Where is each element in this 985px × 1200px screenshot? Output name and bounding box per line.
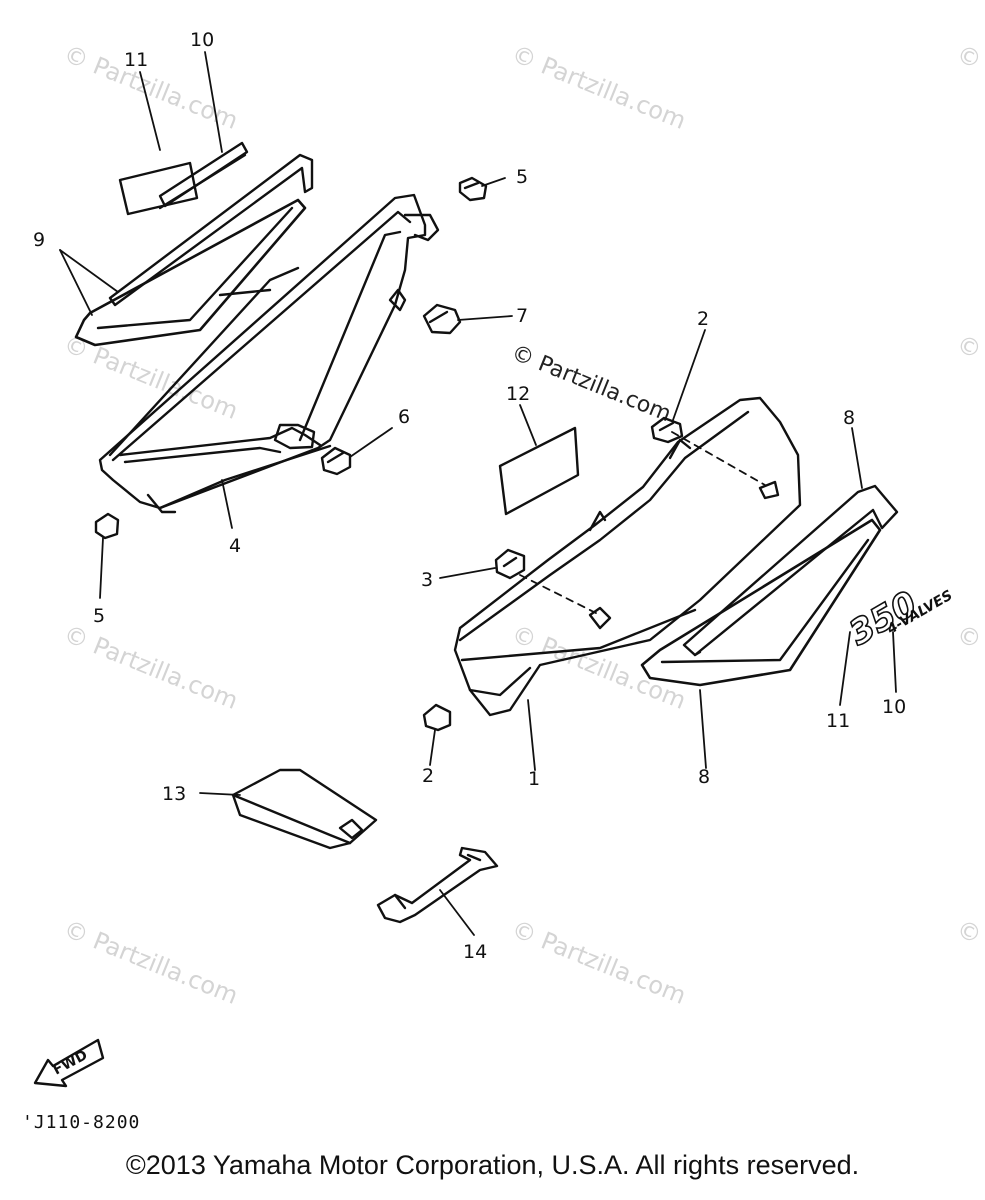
- grommet-5-top: [458, 176, 488, 202]
- grommet-5-bottom: [94, 512, 120, 540]
- callout-6: 6: [398, 406, 410, 428]
- fwd-label: FWD: [50, 1047, 90, 1078]
- stripe-9-left: [74, 153, 314, 347]
- guide-lines: [519, 431, 766, 616]
- callout-14: 14: [463, 941, 487, 963]
- watermark: © Partzilla.com: [508, 620, 690, 715]
- grommet-7: [422, 303, 462, 335]
- grommet-2-top: [650, 416, 684, 444]
- watermark: © Partzilla.com: [953, 330, 985, 425]
- watermark: © Partzilla.com: [953, 915, 985, 1010]
- watermark: © Partzilla.com: [508, 915, 690, 1010]
- grommet-6: [320, 446, 352, 476]
- watermark: © Partzilla.com: [953, 620, 985, 715]
- strap-14: [376, 846, 499, 924]
- side-cover-4-left: [98, 193, 440, 514]
- callout-2: 2: [697, 308, 709, 330]
- callout-10: 10: [882, 696, 906, 718]
- stripe-8-right: [640, 484, 899, 687]
- watermark: © Partzilla.com: [60, 620, 242, 715]
- decal-10-left: [158, 141, 249, 210]
- leader-lines: [59, 51, 897, 936]
- callout-10: 10: [190, 29, 214, 51]
- callout-1: 1: [528, 768, 540, 790]
- callout-7: 7: [516, 305, 528, 327]
- callout-12: 12: [506, 383, 530, 405]
- tool-case-13: [231, 768, 378, 850]
- watermark: © Partzilla.com: [508, 40, 690, 135]
- grommet-2-bottom: [422, 703, 452, 732]
- callout-3: 3: [421, 569, 433, 591]
- watermark: © Partzilla.com: [60, 40, 242, 135]
- side-cover-1-right: [453, 396, 802, 717]
- callout-8: 8: [698, 766, 710, 788]
- part-reference-code: 'J110-8200: [22, 1112, 141, 1133]
- grommet-3: [494, 548, 526, 580]
- copyright-footer: ©2013 Yamaha Motor Corporation, U.S.A. A…: [125, 1150, 860, 1180]
- callout-2: 2: [422, 765, 434, 787]
- watermark: © Partzilla.com: [60, 915, 242, 1010]
- callout-4: 4: [229, 535, 241, 557]
- callout-13: 13: [162, 783, 186, 805]
- callouts: 1 2 2 3 4 5 5 6 7 8 8 9 10 10 11 11 12 1…: [33, 29, 906, 963]
- callout-11: 11: [124, 49, 148, 71]
- callout-5: 5: [93, 605, 105, 627]
- decal-11-left: [118, 161, 199, 216]
- watermark-center: © Partzilla.com: [508, 340, 675, 427]
- emblem-350: 350 4-VALVES: [842, 583, 956, 655]
- callout-8: 8: [843, 407, 855, 429]
- callout-9: 9: [33, 229, 45, 251]
- callout-11: 11: [826, 710, 850, 732]
- decal-12: [498, 426, 580, 516]
- callout-5: 5: [516, 166, 528, 188]
- fwd-arrow-icon: [33, 1038, 105, 1088]
- watermark: © Partzilla.com: [953, 40, 985, 135]
- diagram-svg: © Partzilla.com © Partzilla.com © Partzi…: [33, 29, 985, 1088]
